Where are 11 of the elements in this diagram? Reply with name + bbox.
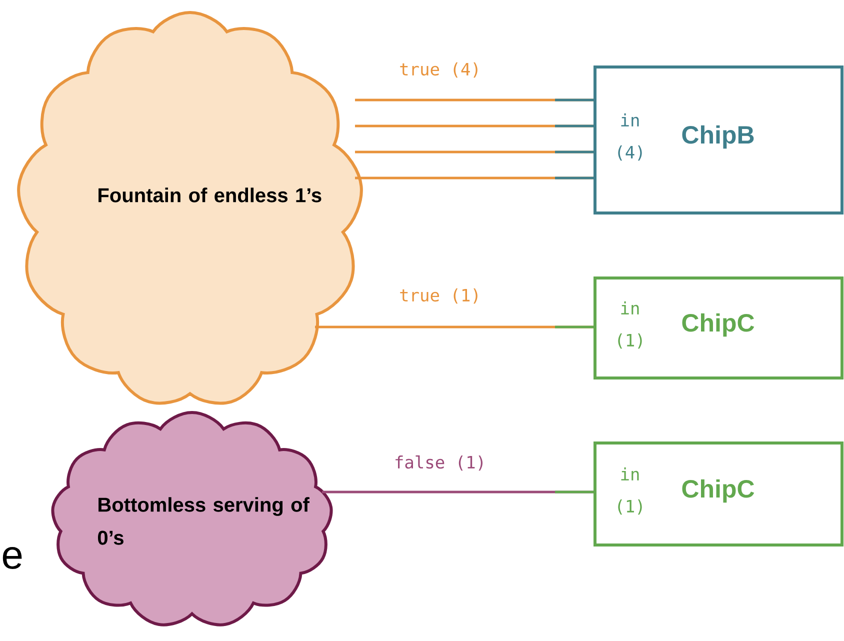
chip-name: ChipC	[682, 479, 754, 503]
edge-label: true (1)	[400, 288, 478, 304]
chip-name: ChipC	[682, 313, 754, 337]
edge-label: false (1)	[396, 455, 483, 471]
port-label: in (1)	[618, 467, 642, 515]
edge-label: true (4)	[400, 62, 478, 78]
cloud-text: Fountain of endless 1’s	[98, 188, 322, 202]
cloud-text: Bottomless serving of 0’s	[98, 497, 310, 545]
port-label: in (4)	[618, 113, 642, 161]
chip-name: ChipB	[682, 125, 754, 149]
port-label: in (1)	[618, 301, 642, 349]
